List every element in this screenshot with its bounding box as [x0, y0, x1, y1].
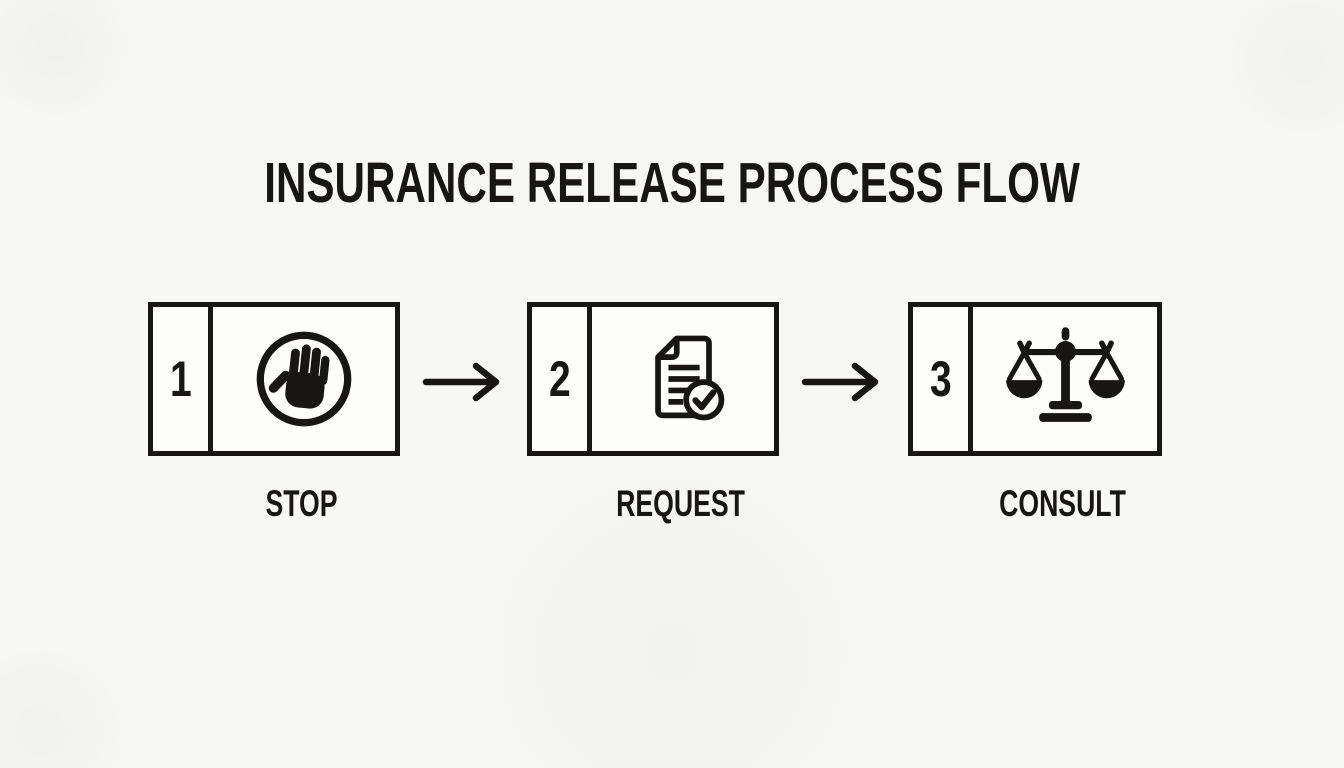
page-title: INSURANCE RELEASE PROCESS FLOW	[264, 151, 1080, 215]
step-label: REQUEST	[616, 483, 745, 524]
process-step-stop: 1 STOP	[148, 302, 400, 524]
step-box: 2	[527, 302, 779, 456]
right-arrow-icon	[801, 360, 883, 404]
step-icon-cell	[592, 307, 774, 451]
document-check-icon	[631, 327, 735, 431]
scales-of-justice-icon	[1005, 324, 1126, 434]
step-icon-cell	[213, 307, 395, 451]
step-box: 3	[908, 302, 1162, 456]
step-box: 1	[148, 302, 400, 456]
right-arrow-icon	[422, 360, 504, 404]
step-label: CONSULT	[999, 483, 1126, 524]
process-step-consult: 3	[908, 302, 1162, 524]
step-label: STOP	[265, 483, 338, 524]
step-number: 1	[169, 351, 192, 407]
step-number: 3	[929, 351, 952, 407]
step-number: 2	[548, 351, 571, 407]
step-icon-cell	[973, 307, 1157, 451]
step-number-cell: 2	[532, 307, 592, 451]
process-step-request: 2 REQUEST	[527, 302, 779, 524]
stop-hand-icon	[252, 327, 356, 431]
step-number-cell: 1	[153, 307, 213, 451]
step-number-cell: 3	[913, 307, 973, 451]
